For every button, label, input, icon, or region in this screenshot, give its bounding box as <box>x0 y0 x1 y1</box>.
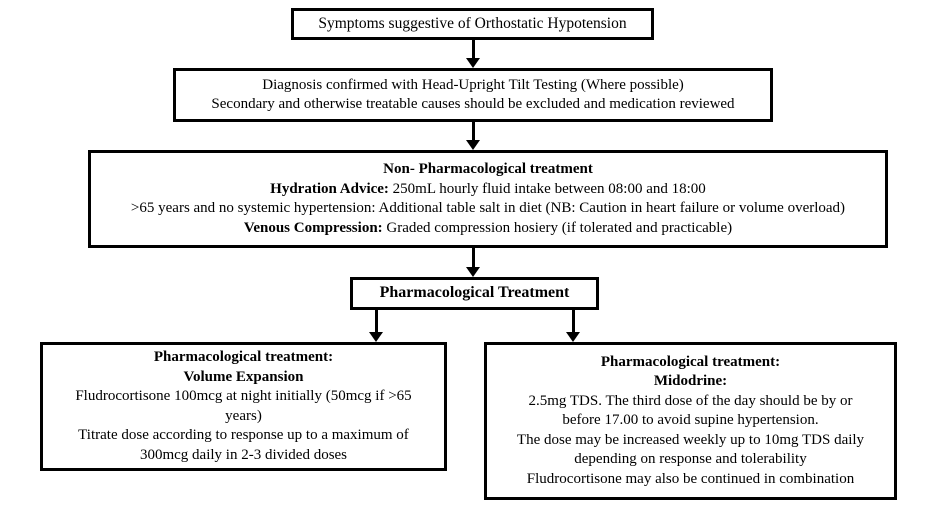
node-pharmacological-treatment: Pharmacological Treatment <box>350 277 599 310</box>
hydration-advice-text: 250mL hourly fluid intake between 08:00 … <box>388 180 706 197</box>
arrow-pharmacological-to-volume-expansion <box>368 310 384 342</box>
node-diagnosis: Diagnosis confirmed with Head-Upright Ti… <box>173 68 773 122</box>
node-pharmacological-treatment-label: Pharmacological Treatment <box>379 284 570 302</box>
venous-compression-line: Venous Compression: Graded compression h… <box>244 219 732 239</box>
volume-expansion-line-1: Pharmacological treatment: <box>153 349 334 365</box>
arrow-shaft <box>471 40 475 59</box>
arrow-head <box>566 332 580 342</box>
volume-expansion-line-5: Titrate dose according to response up to… <box>78 427 409 443</box>
node-midodrine: Pharmacological treatment: Midodrine: 2.… <box>484 342 897 500</box>
hydration-advice-line: Hydration Advice: 250mL hourly fluid int… <box>270 180 706 200</box>
salt-advice-line: >65 years and no systemic hypertension: … <box>130 200 846 216</box>
node-diagnosis-line-2: Secondary and otherwise treatable causes… <box>211 96 735 112</box>
arrow-head <box>466 58 480 68</box>
node-volume-expansion: Pharmacological treatment: Volume Expans… <box>40 342 447 471</box>
volume-expansion-line-2: Volume Expansion <box>183 368 304 385</box>
arrow-non-pharmacological-to-pharmacological <box>465 248 481 277</box>
midodrine-line-5: The dose may be increased weekly up to 1… <box>516 431 865 448</box>
volume-expansion-line-4: years) <box>225 407 262 424</box>
venous-compression-text: Graded compression hosiery (if tolerated… <box>382 219 733 236</box>
arrow-head <box>369 332 383 342</box>
node-symptoms: Symptoms suggestive of Orthostatic Hypot… <box>291 8 654 40</box>
arrow-head <box>466 140 480 150</box>
venous-compression-label: Venous Compression: <box>243 219 383 236</box>
arrow-diagnosis-to-non-pharmacological <box>465 122 481 150</box>
node-non-pharmacological-treatment: Non- Pharmacological treatment Hydration… <box>88 150 888 248</box>
volume-expansion-line-6: 300mcg daily in 2-3 divided doses <box>139 446 348 463</box>
midodrine-line-6: depending on response and tolerability <box>574 451 807 468</box>
midodrine-line-7: Fludrocortisone may also be continued in… <box>526 470 855 487</box>
hydration-advice-label: Hydration Advice: <box>270 180 389 197</box>
midodrine-line-1: Pharmacological treatment: <box>600 353 781 370</box>
midodrine-line-2: Midodrine: <box>653 373 728 390</box>
arrow-shaft <box>471 248 475 268</box>
arrow-symptoms-to-diagnosis <box>465 40 481 68</box>
arrow-head <box>466 267 480 277</box>
arrow-pharmacological-to-midodrine <box>565 310 581 342</box>
volume-expansion-line-3: Fludrocortisone 100mcg at night initiall… <box>75 388 412 404</box>
non-pharmacological-heading: Non- Pharmacological treatment <box>383 161 593 177</box>
midodrine-line-4: before 17.00 to avoid supine hypertensio… <box>562 412 819 429</box>
midodrine-line-3: 2.5mg TDS. The third dose of the day sho… <box>528 392 853 409</box>
arrow-shaft <box>471 122 475 141</box>
arrow-shaft <box>571 310 575 333</box>
node-diagnosis-line-1: Diagnosis confirmed with Head-Upright Ti… <box>262 76 684 93</box>
arrow-shaft <box>374 310 378 333</box>
node-symptoms-line-1: Symptoms suggestive of Orthostatic Hypot… <box>318 14 627 32</box>
